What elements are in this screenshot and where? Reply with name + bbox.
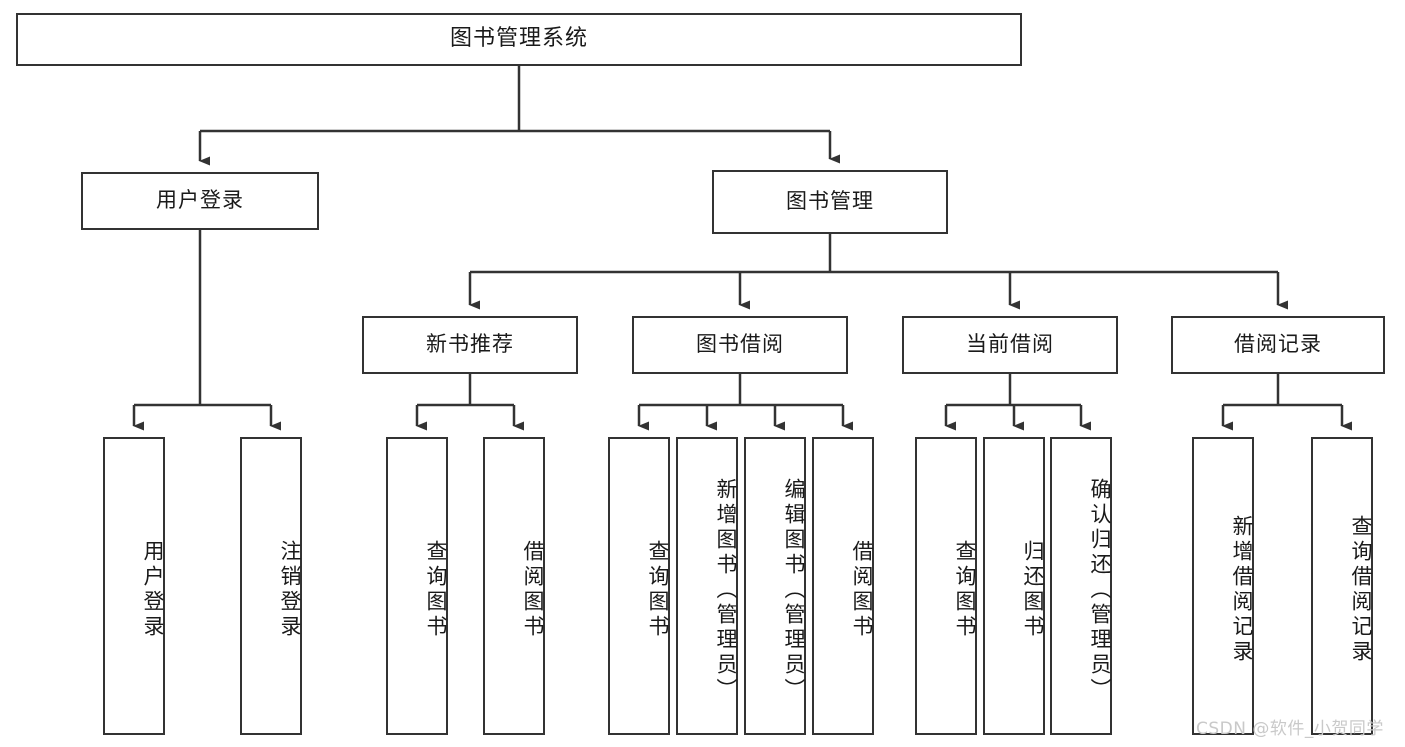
leaf-confirm-return[interactable]: 确认归还（管理员）	[1050, 437, 1112, 735]
leaf-confirm-return-label: 确认归还（管理员）	[1088, 477, 1112, 703]
node-new-book-recommend[interactable]: 新书推荐	[362, 316, 578, 374]
leaf-return-book[interactable]: 归还图书	[983, 437, 1045, 735]
leaf-borrow-book-1-label: 借阅图书	[521, 540, 545, 640]
leaf-query-book-2-label: 查询图书	[646, 540, 670, 640]
leaf-add-book[interactable]: 新增图书（管理员）	[676, 437, 738, 735]
csdn-watermark: CSDN @软件_小贺同学	[1196, 719, 1384, 739]
leaf-logout[interactable]: 注销登录	[240, 437, 302, 735]
leaf-query-book-3-label: 查询图书	[953, 540, 977, 640]
node-borrow-record-label: 借阅记录	[1234, 332, 1322, 357]
leaf-borrow-book-1[interactable]: 借阅图书	[483, 437, 545, 735]
node-borrow-record[interactable]: 借阅记录	[1171, 316, 1385, 374]
leaf-borrow-book-2[interactable]: 借阅图书	[812, 437, 874, 735]
leaf-edit-book[interactable]: 编辑图书（管理员）	[744, 437, 806, 735]
node-user-login[interactable]: 用户登录	[81, 172, 319, 230]
leaf-query-book-2[interactable]: 查询图书	[608, 437, 670, 735]
leaf-query-book-1[interactable]: 查询图书	[386, 437, 448, 735]
leaf-add-book-label: 新增图书（管理员）	[714, 477, 738, 703]
leaf-query-record-label: 查询借阅记录	[1349, 515, 1373, 665]
node-current-borrow[interactable]: 当前借阅	[902, 316, 1118, 374]
node-book-borrow-label: 图书借阅	[696, 332, 784, 357]
leaf-add-record[interactable]: 新增借阅记录	[1192, 437, 1254, 735]
leaf-edit-book-label: 编辑图书（管理员）	[782, 477, 806, 703]
node-root-label: 图书管理系统	[449, 26, 588, 52]
node-book-borrow[interactable]: 图书借阅	[632, 316, 848, 374]
leaf-logout-label: 注销登录	[278, 540, 302, 640]
node-user-login-label: 用户登录	[156, 188, 244, 213]
leaf-query-book-1-label: 查询图书	[424, 540, 448, 640]
leaf-return-book-label: 归还图书	[1021, 540, 1045, 640]
leaf-query-record[interactable]: 查询借阅记录	[1311, 437, 1373, 735]
node-book-management-label: 图书管理	[786, 189, 874, 214]
leaf-user-login[interactable]: 用户登录	[103, 437, 165, 735]
node-root[interactable]: 图书管理系统	[16, 13, 1022, 66]
leaf-borrow-book-2-label: 借阅图书	[850, 540, 874, 640]
node-new-book-recommend-label: 新书推荐	[426, 332, 514, 357]
leaf-user-login-label: 用户登录	[141, 540, 165, 640]
leaf-add-record-label: 新增借阅记录	[1230, 515, 1254, 665]
leaf-query-book-3[interactable]: 查询图书	[915, 437, 977, 735]
node-current-borrow-label: 当前借阅	[966, 332, 1054, 357]
node-book-management[interactable]: 图书管理	[712, 170, 948, 234]
